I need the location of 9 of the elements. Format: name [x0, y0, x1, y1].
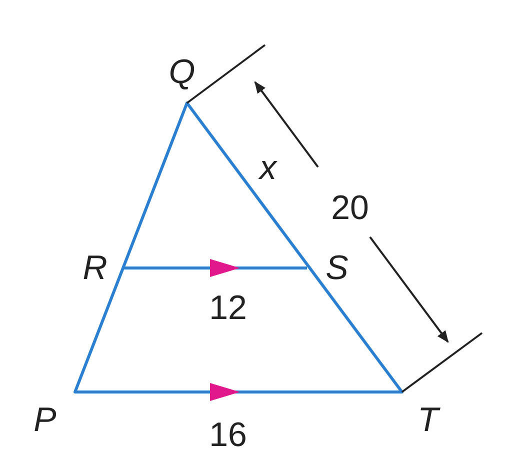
vertex-label: T — [418, 403, 438, 437]
variable-label: x — [260, 151, 276, 185]
vertex-label: S — [326, 251, 348, 285]
vertex-label: P — [34, 403, 56, 437]
length-label: 16 — [209, 418, 247, 452]
vertex-label: Q — [168, 55, 196, 89]
length-label: 20 — [331, 191, 369, 225]
length-label: 12 — [209, 291, 247, 325]
vertex-label: R — [82, 251, 108, 285]
